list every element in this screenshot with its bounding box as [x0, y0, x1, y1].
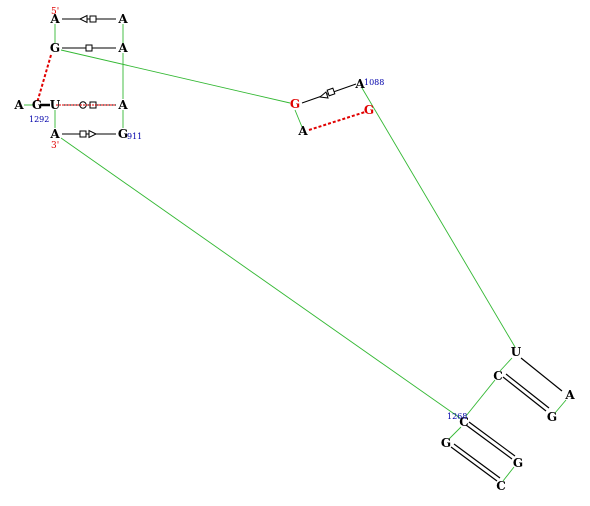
nucleotide: G: [364, 103, 374, 117]
canonical-pair: [465, 424, 513, 460]
backbone-segment: [60, 137, 461, 419]
nucleotide: G: [441, 436, 451, 450]
nucleotide: A: [117, 98, 128, 112]
pair-square: [79, 130, 87, 138]
backbone-segment: [554, 399, 567, 414]
pair-triangle-right: [88, 129, 98, 139]
pair-triangle-left: [78, 14, 88, 24]
nucleotide: U: [50, 98, 61, 112]
nucleotide: A: [117, 12, 128, 26]
backbone-segment: [465, 379, 496, 417]
backbone-segment: [361, 87, 516, 348]
residue-number-1292: 1292: [29, 115, 49, 124]
pair-triangle-left: [318, 91, 329, 99]
nucleotide: C: [496, 479, 506, 493]
backbone-lines: [24, 24, 567, 482]
nucleotide: G: [32, 98, 42, 112]
residue-number-1268: 1268: [447, 412, 467, 421]
residue-number-911: 911: [127, 132, 142, 141]
backbone-segment: [448, 426, 462, 440]
five-prime-label: 5': [51, 7, 59, 17]
nucleotide: G: [50, 41, 60, 55]
pair-square: [326, 87, 336, 97]
canonical-pair: [450, 446, 498, 482]
nucleotide: A: [297, 124, 308, 138]
nucleotides: A A G A A G U A A G G A A G U C A G C G …: [13, 12, 575, 493]
pair-square: [85, 44, 93, 52]
noncanonical-pairs: [36, 54, 366, 131]
canonical-pair: [502, 376, 547, 412]
nucleotide: A: [49, 127, 60, 141]
nucleotide: A: [13, 98, 24, 112]
backbone-segment: [502, 466, 515, 482]
nucleotide: A: [354, 77, 365, 91]
pair-square: [89, 15, 97, 23]
nucleotide: G: [118, 127, 128, 141]
nucleotide: A: [117, 41, 128, 55]
annotations: 5' 3' 1292 911 1088 1268: [29, 7, 467, 421]
nucleotide: C: [493, 369, 503, 383]
nucleotide: G: [547, 410, 557, 424]
residue-number-1088: 1088: [364, 78, 384, 87]
canonical-pair: [453, 443, 501, 479]
nucleotide: G: [513, 456, 523, 470]
backbone-segment: [294, 109, 303, 128]
backbone-segment: [60, 49, 291, 104]
canonical-pair: [468, 421, 516, 457]
nucleotide: A: [49, 12, 60, 26]
nucleotide: C: [459, 415, 469, 429]
red-dashed-pair: [308, 111, 366, 131]
nucleotide: U: [511, 345, 522, 359]
nucleotide: G: [290, 97, 300, 111]
pair-symbols: [40, 14, 563, 482]
three-prime-label: 3': [51, 141, 59, 151]
red-dashed-pair: [36, 54, 52, 104]
canonical-pair: [505, 373, 550, 409]
canonical-pair: [520, 357, 563, 392]
backbone-segment: [499, 357, 513, 372]
nucleotide: A: [564, 388, 575, 402]
